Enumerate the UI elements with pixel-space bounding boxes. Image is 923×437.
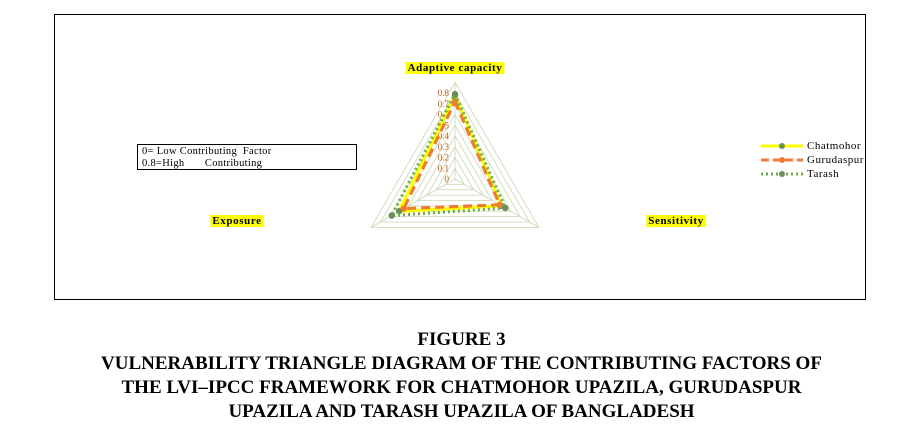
legend-swatch-gurudaspur [761, 157, 803, 163]
scale-note: 0= Low Contributing Factor 0.8=High Cont… [137, 144, 357, 170]
grid-ring-2 [435, 156, 475, 191]
series-line-tarash [390, 92, 507, 218]
grid-ring-1 [444, 167, 466, 185]
grid-ring-3 [426, 145, 484, 196]
series-point-tarash-2 [388, 212, 395, 219]
figure-caption: FIGURE 3 VULNERABILITY TRIANGLE DIAGRAM … [0, 328, 923, 424]
tick-label-0-1: 0.1 [438, 163, 449, 173]
tick-label-0: 0 [445, 174, 450, 184]
grid-spoke-1 [454, 178, 539, 228]
series-point-gurudaspur-1 [496, 201, 503, 208]
legend-swatch-chatmohor [761, 143, 803, 149]
tick-label-0-8: 0.8 [438, 88, 450, 98]
axis-label-adaptive-capacity: Adaptive capacity [405, 62, 505, 74]
series-point-tarash-0 [451, 90, 459, 98]
grid-ring-4 [417, 135, 493, 201]
caption-figure-number: FIGURE 3 [417, 329, 506, 350]
legend-item-chatmohor: Chatmohor [761, 140, 861, 152]
tick-label-0-7: 0.7 [438, 99, 450, 109]
axis-label-exposure: Exposure [210, 215, 264, 227]
scale-note-line-high: 0.8=High Contributing [142, 158, 263, 169]
scale-note-line-low: 0= Low Contributing Factor [142, 146, 272, 157]
tick-label-0-3: 0.3 [438, 142, 450, 152]
legend-label-chatmohor: Chatmohor [807, 140, 861, 152]
tick-label-0-2: 0.2 [438, 153, 449, 163]
svg-text:Sensitivity: Sensitivity [648, 215, 704, 227]
grid-ring-8 [379, 92, 531, 223]
legend-item-tarash: Tarash [761, 168, 839, 180]
legend-item-gurudaspur: Gurudaspur [761, 154, 864, 166]
svg-text:Exposure: Exposure [212, 215, 261, 227]
series-point-tarash-1 [502, 204, 509, 212]
axis-label-sensitivity: Sensitivity [646, 215, 706, 227]
grid-spoke-2 [371, 178, 456, 228]
series-point-chatmohor-2 [395, 208, 403, 215]
legend-swatch-tarash [761, 171, 803, 177]
tick-label-0-4: 0.4 [438, 131, 450, 141]
caption-title-line-1: VULNERABILITY TRIANGLE DIAGRAM OF THE CO… [101, 353, 822, 374]
caption-title-line-2: THE LVI–IPCC FRAMEWORK FOR CHATMOHOR UPA… [121, 377, 802, 398]
caption-title-line-3: UPAZILA AND TARASH UPAZILA OF BANGLADESH [228, 401, 695, 422]
series-line-gurudaspur [402, 99, 502, 211]
legend-label-tarash: Tarash [807, 168, 840, 180]
svg-text:Adaptive capacity: Adaptive capacity [408, 62, 503, 74]
series-point-gurudaspur-2 [400, 205, 407, 212]
legend-label-gurudaspur: Gurudaspur [807, 154, 864, 166]
grid-ring-9 [370, 81, 540, 228]
